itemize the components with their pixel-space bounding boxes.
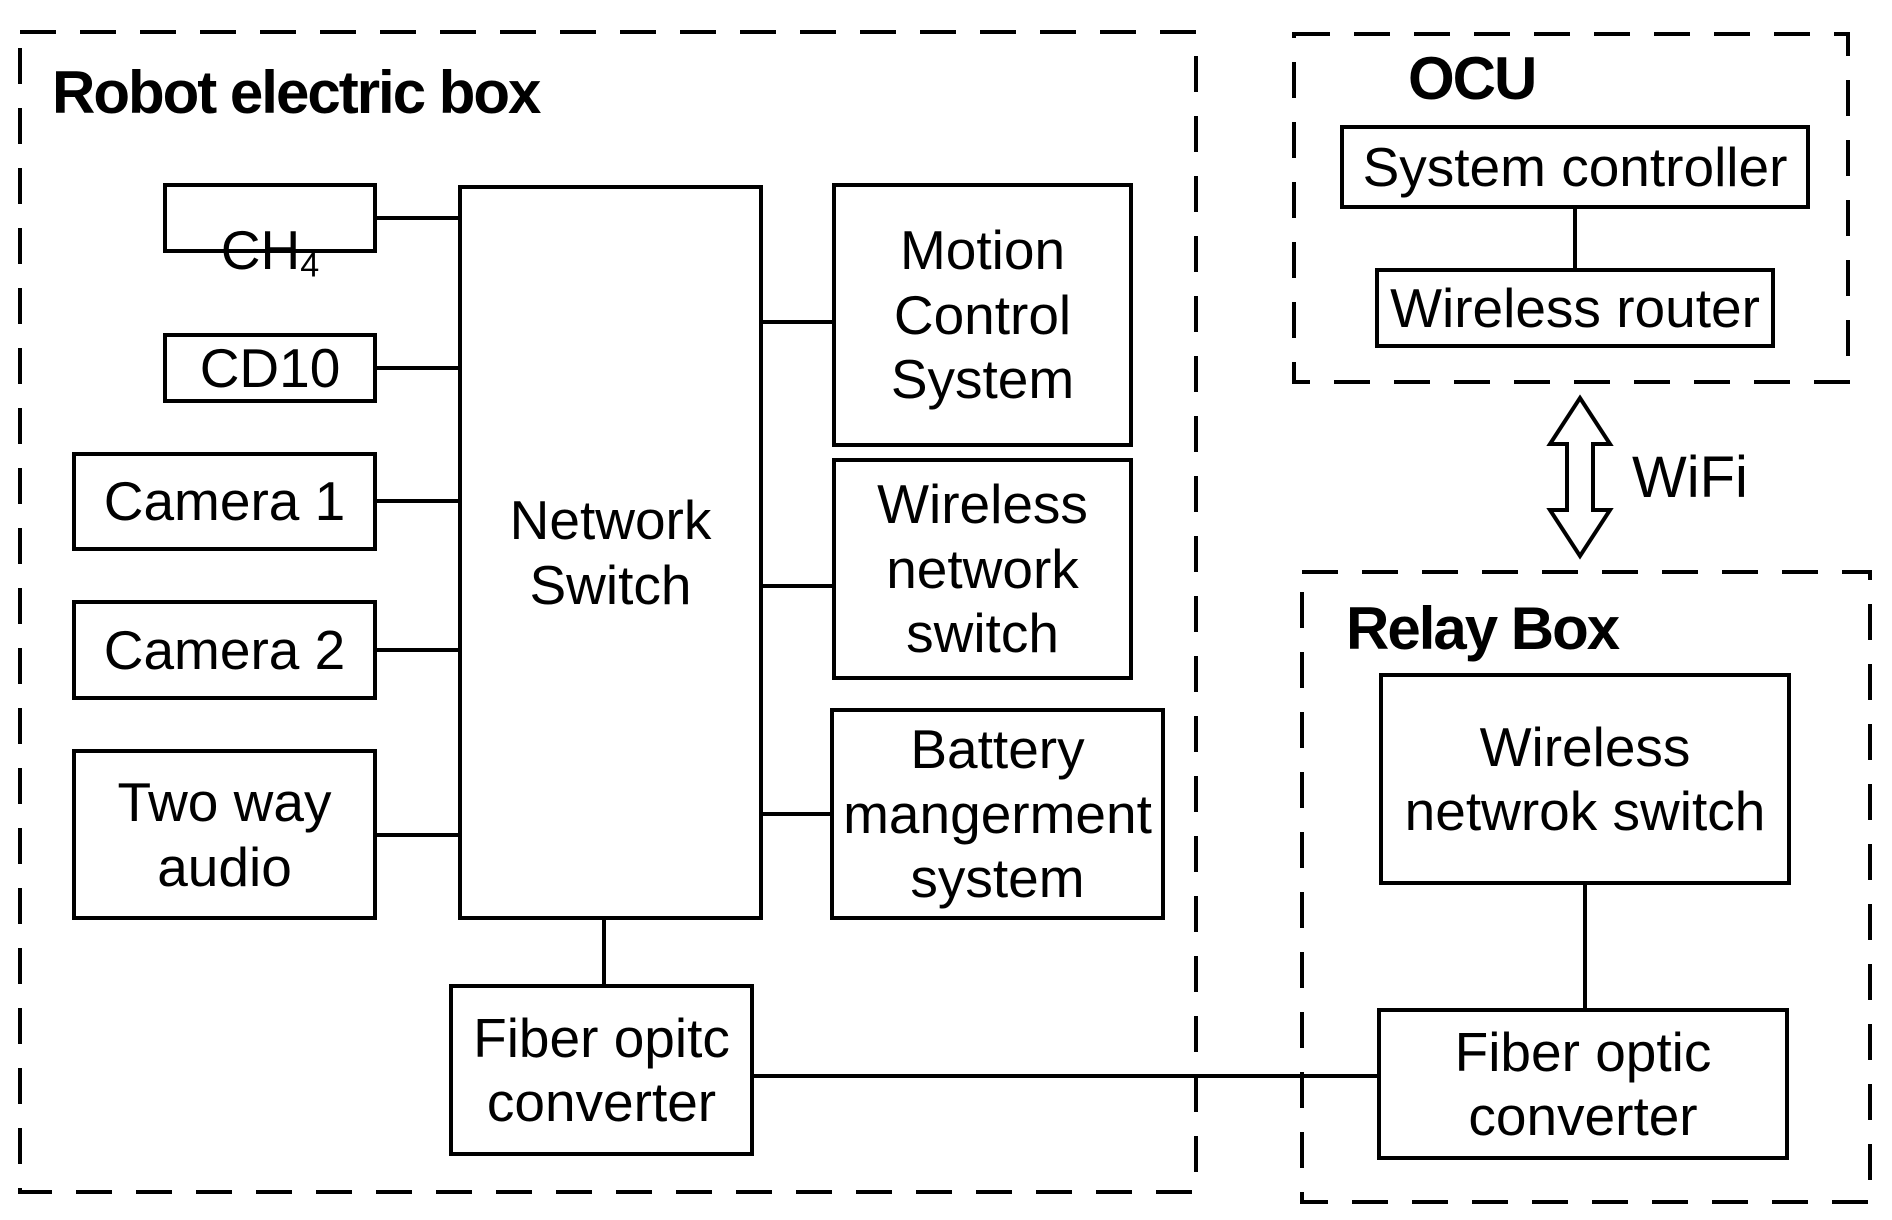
node-cd10: CD10: [163, 333, 377, 403]
wifi-double-arrow-icon: [1546, 394, 1614, 560]
relay-box-title: Relay Box: [1346, 595, 1620, 662]
node-camera-1: Camera 1: [72, 452, 377, 551]
node-camera-2: Camera 2: [72, 600, 377, 700]
node-fiber-optic-converter-robot: Fiber opitc converter: [449, 984, 754, 1156]
node-motion-control-system: Motion Control System: [832, 183, 1133, 447]
robot-electric-box-title: Robot electric box: [52, 59, 541, 126]
ocu-outline: [1292, 32, 1850, 384]
node-wireless-network-switch: Wireless network switch: [832, 458, 1133, 680]
ch4-formula-subscript: 4: [300, 246, 320, 285]
node-two-way-audio: Two way audio: [72, 749, 377, 920]
node-network-switch: Network Switch: [458, 185, 763, 920]
wifi-link-label: WiFi: [1632, 445, 1748, 510]
node-fiber-optic-converter-relay: Fiber optic converter: [1377, 1008, 1789, 1160]
node-wireless-netwrok-switch-relay: Wireless netwrok switch: [1379, 673, 1791, 885]
node-battery-management-system: Battery mangerment system: [830, 708, 1165, 920]
ocu-title: OCU: [1408, 45, 1537, 112]
ch4-formula-base: CH: [220, 219, 301, 281]
robot-electric-box-outline: [18, 30, 1198, 1194]
node-ch4: CH4: [163, 183, 377, 283]
node-wireless-router: Wireless router: [1375, 268, 1775, 348]
node-system-controller: System controller: [1340, 125, 1810, 209]
